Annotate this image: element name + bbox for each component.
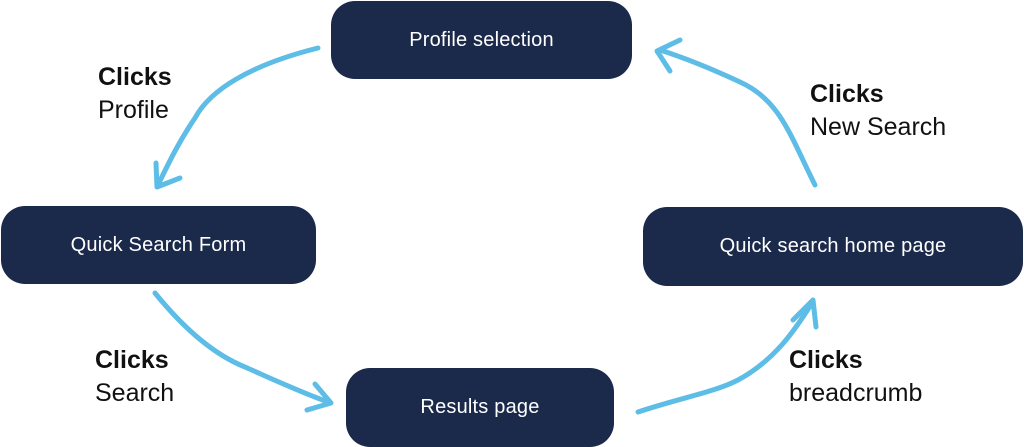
arrowhead-profile-to-form — [153, 160, 183, 190]
edge-label-new-search: Clicks New Search — [810, 78, 946, 144]
arrow-home-to-profile — [657, 47, 818, 188]
arrowhead-results-to-home — [790, 297, 819, 330]
arrowhead-form-to-results — [304, 381, 334, 413]
arrowhead-home-to-profile — [654, 37, 683, 74]
edge-target-text: Profile — [98, 96, 169, 124]
node-results-page: Results page — [346, 368, 614, 447]
edge-target-text: breadcrumb — [789, 379, 923, 407]
edge-label-search: Clicks Search — [95, 344, 174, 410]
node-profile-selection: Profile selection — [331, 1, 632, 79]
arrow-results-to-home — [635, 300, 815, 415]
edge-target-text: New Search — [810, 113, 947, 141]
edge-action-text: Clicks — [789, 346, 863, 374]
edge-action-text: Clicks — [98, 63, 172, 91]
node-quick-search-home-page: Quick search home page — [643, 207, 1023, 286]
edge-target-text: Search — [95, 379, 175, 407]
arrow-form-to-results — [152, 290, 331, 405]
node-quick-search-form: Quick Search Form — [1, 206, 316, 284]
edge-action-text: Clicks — [810, 80, 884, 108]
edge-label-profile: Clicks Profile — [98, 61, 172, 127]
edge-label-breadcrumb: Clicks breadcrumb — [789, 344, 922, 410]
arrow-profile-to-form — [155, 45, 321, 188]
edge-action-text: Clicks — [95, 346, 169, 374]
